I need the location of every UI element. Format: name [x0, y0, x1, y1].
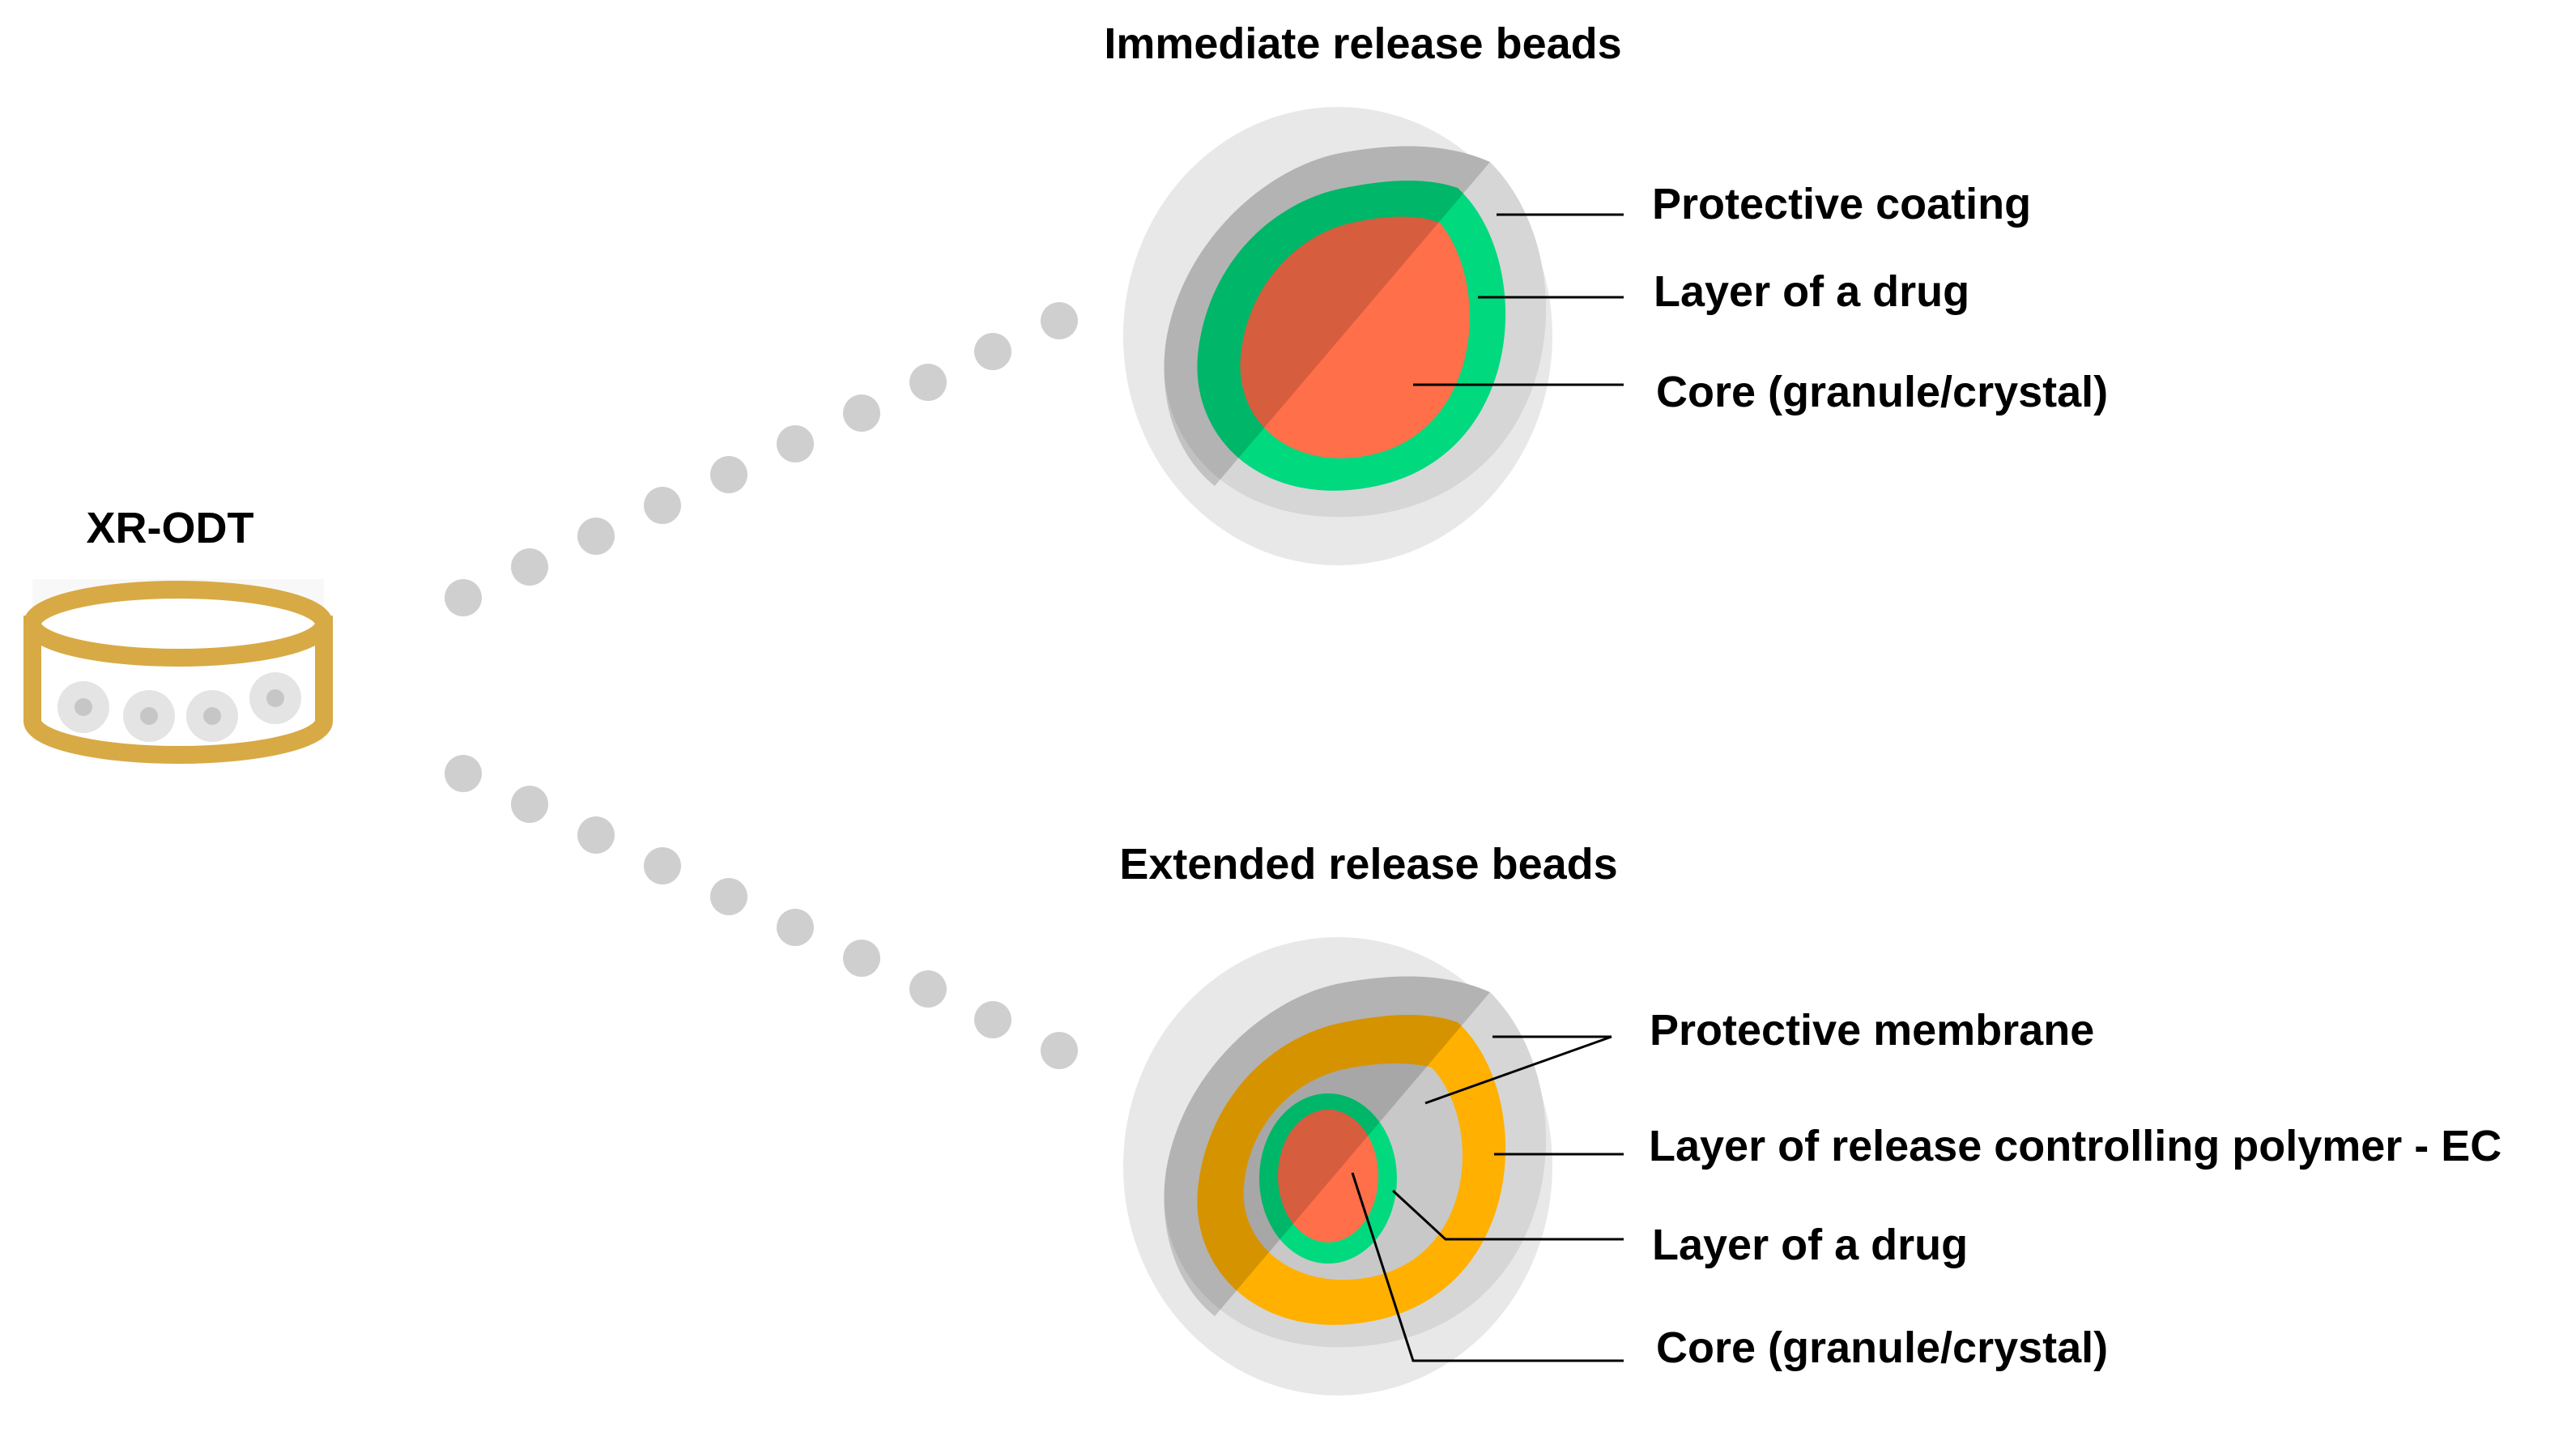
tablet-top	[23, 581, 333, 667]
connector-dots-upper	[445, 302, 1078, 616]
label-protective-membrane: Protective membrane	[1650, 1006, 2094, 1055]
immediate-bead	[1123, 107, 1552, 565]
leader-er-drug	[1391, 1189, 1624, 1241]
tablet-label: XR-ODT	[87, 504, 254, 552]
label-release-polymer: Layer of release controlling polymer - E…	[1649, 1122, 2501, 1170]
tablet-beads	[57, 672, 301, 742]
xr-odt-tablet	[23, 579, 333, 764]
label-er-drug-layer: Layer of a drug	[1652, 1221, 1968, 1269]
immediate-title: Immediate release beads	[1104, 19, 1621, 68]
label-er-core: Core (granule/crystal)	[1656, 1323, 2108, 1372]
leader-er-core	[1351, 1172, 1624, 1362]
immediate-cut-shade	[1164, 146, 1490, 486]
extended-cut-shade	[1164, 976, 1490, 1316]
extended-core	[1278, 1110, 1378, 1242]
connector-dots-lower	[445, 755, 1078, 1069]
leader-membrane-b	[1424, 1035, 1612, 1105]
label-ir-drug-layer: Layer of a drug	[1654, 267, 1969, 316]
extended-title: Extended release beads	[1119, 840, 1617, 889]
label-ir-core: Core (granule/crystal)	[1656, 368, 2108, 416]
immediate-core	[1240, 216, 1470, 458]
extended-bead	[1123, 937, 1552, 1396]
label-protective-coating: Protective coating	[1652, 180, 2031, 228]
